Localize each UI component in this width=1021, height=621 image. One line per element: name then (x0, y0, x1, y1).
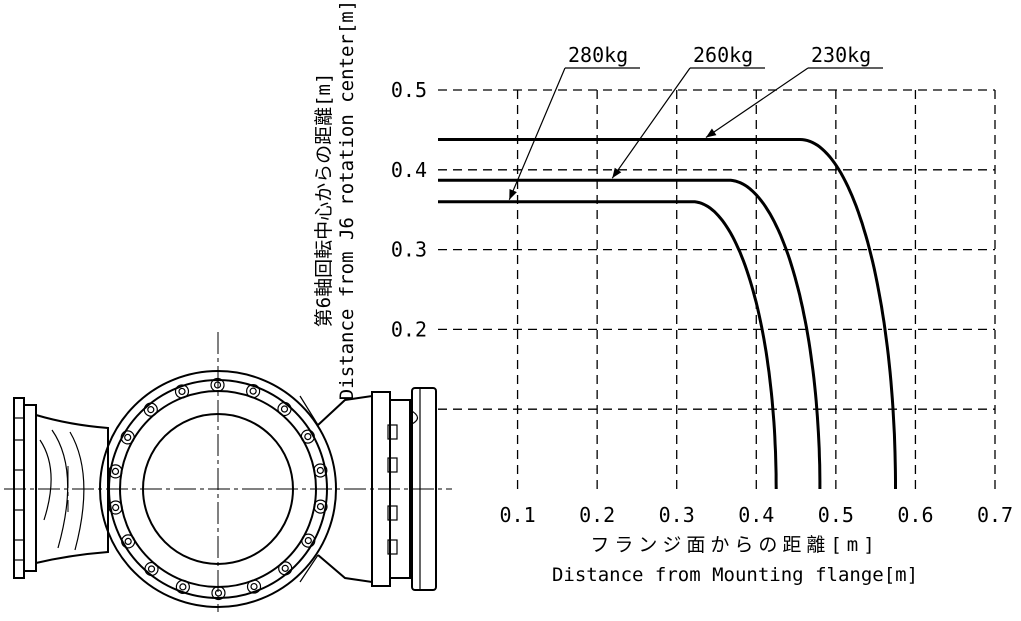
x-tick-label: 0.6 (897, 503, 933, 527)
bolt-icon (124, 537, 132, 546)
series-label: 260kg (693, 43, 753, 67)
bolt-icon (313, 463, 328, 478)
series-line (438, 138, 897, 489)
bolt-icon (120, 430, 135, 445)
bolt-icon (112, 503, 120, 512)
bolt-icon (278, 561, 293, 576)
bolt-icon (316, 466, 324, 475)
grid (438, 89, 996, 489)
bolt-icon (147, 406, 155, 414)
x-tick-label: 0.2 (579, 503, 615, 527)
y-tick-label: 0.2 (391, 317, 427, 341)
bolt-icon (175, 579, 190, 594)
series-leader-line (705, 67, 809, 138)
bolt-icon (316, 502, 325, 511)
bolt-icon (304, 432, 312, 441)
bolt-icon (313, 499, 328, 514)
bolt-icon (300, 429, 315, 444)
bolt-icon (124, 433, 132, 442)
x-axis-label-ja: フランジ面からの距離[m] (590, 534, 879, 556)
bolt-icon (111, 467, 120, 476)
x-tick-label: 0.7 (977, 503, 1013, 527)
bolt-icon (108, 500, 123, 515)
x-tick-label: 0.5 (818, 503, 854, 527)
bolt-icon (179, 583, 187, 591)
series-arrowhead (705, 128, 717, 138)
y-axis-label-en: Distance from J6 rotation center[m] (336, 0, 358, 400)
series-arrowhead (612, 167, 622, 179)
x-tick-label: 0.4 (738, 503, 774, 527)
bolt-icon (246, 579, 262, 594)
series-label: 280kg (568, 43, 628, 67)
bolt-icon (147, 565, 156, 573)
bolt-icon (210, 377, 225, 393)
bolt-icon (143, 402, 158, 417)
bolt-icon (211, 585, 226, 601)
y-tick-label: 0.4 (391, 158, 427, 182)
wrist-flange-drawing-icon (4, 332, 452, 612)
bolt-icon (301, 533, 316, 548)
y-axis-label-ja: 第6軸回転中心からの距離[m] (313, 73, 335, 328)
bolt-icon (213, 381, 222, 389)
series-leader-line (508, 67, 566, 200)
bolt-icon (121, 534, 136, 549)
bolt-icon (174, 384, 190, 399)
y-tick-label: 0.3 (391, 238, 427, 262)
bolt-icon (249, 387, 257, 395)
bolt-icon (214, 589, 223, 597)
bolt-icon (246, 384, 261, 399)
bolt-icon (178, 387, 186, 396)
bolt-icon (277, 401, 292, 417)
series-leader-line (611, 67, 691, 179)
bolt-icon (108, 464, 123, 479)
y-tick-label: 0.5 (391, 78, 427, 102)
bolt-icon (304, 536, 312, 545)
series-arrowhead (509, 188, 517, 200)
x-axis-label-en: Distance from Mounting flange[m] (552, 564, 918, 586)
x-tick-label: 0.3 (659, 503, 695, 527)
series-line (438, 178, 822, 489)
x-tick-label: 0.1 (500, 503, 536, 527)
series-label: 230kg (811, 43, 871, 67)
bolt-icon (280, 405, 289, 413)
bolt-icon (144, 561, 159, 577)
series-line (438, 200, 778, 490)
bolt-icon (281, 564, 289, 572)
bolt-icon (250, 582, 258, 591)
